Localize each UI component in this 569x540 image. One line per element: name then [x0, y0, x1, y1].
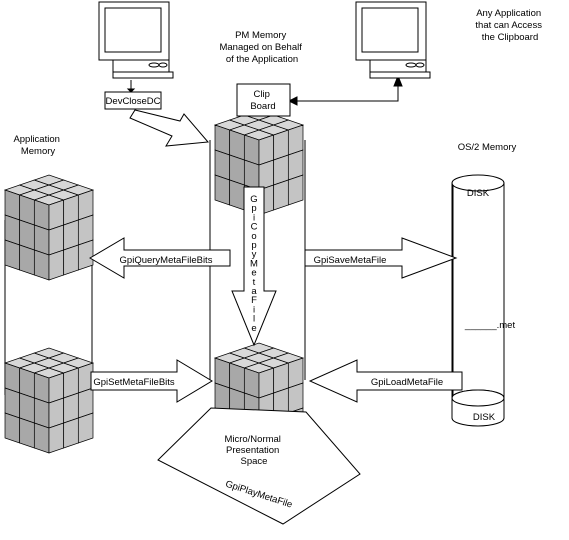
- any-application-title: Any Application that can Access the Clip…: [475, 8, 544, 43]
- gpi-set-metafile-bits-arrow: [90, 359, 213, 403]
- application-cube-bottom: [3, 347, 95, 454]
- monitor-icon: [355, 1, 431, 79]
- gpi-save-metafile-arrow: [304, 237, 458, 279]
- application-cube-top: [3, 174, 95, 281]
- presentation-space-diamond: [157, 407, 361, 525]
- devclosedc-arrow: [129, 109, 210, 147]
- gpi-save-metafile-label: GpiSaveMetaFile: [314, 255, 387, 266]
- disk-top-label: DISK: [467, 188, 490, 199]
- gpi-set-metafile-bits-label: GpiSetMetaFileBits: [93, 377, 175, 388]
- os2-memory-title: OS/2 Memory: [458, 142, 517, 153]
- gpi-query-metafile-bits-label: GpiQueryMetaFileBits: [120, 255, 213, 266]
- pm-memory-title: PM Memory Managed on Behalf of the Appli…: [219, 30, 304, 65]
- devclosedc-label: DevCloseDC: [106, 96, 161, 107]
- pm-memory-cube: [213, 109, 305, 216]
- gpi-copy-metafile-arrow: [231, 186, 277, 347]
- disk-bottom-label: DISK: [473, 412, 496, 423]
- clipboard-box: [236, 83, 291, 117]
- met-file-label: ______.met: [464, 320, 516, 331]
- clipboard-label: Clip Board: [250, 89, 275, 112]
- gpi-load-metafile-arrow: [308, 359, 463, 403]
- gpi-load-metafile-label: GpiLoadMetaFile: [371, 377, 443, 388]
- presentation-space-label: Micro/Normal Presentation Space: [224, 434, 283, 467]
- monitor-icon: [98, 1, 174, 79]
- gpi-query-metafile-bits-arrow: [89, 237, 231, 279]
- devclosedc-box: [104, 91, 162, 110]
- os2-disk-cylinder: DISK ______.met DISK: [451, 174, 516, 427]
- application-memory-title: Application Memory: [13, 134, 62, 157]
